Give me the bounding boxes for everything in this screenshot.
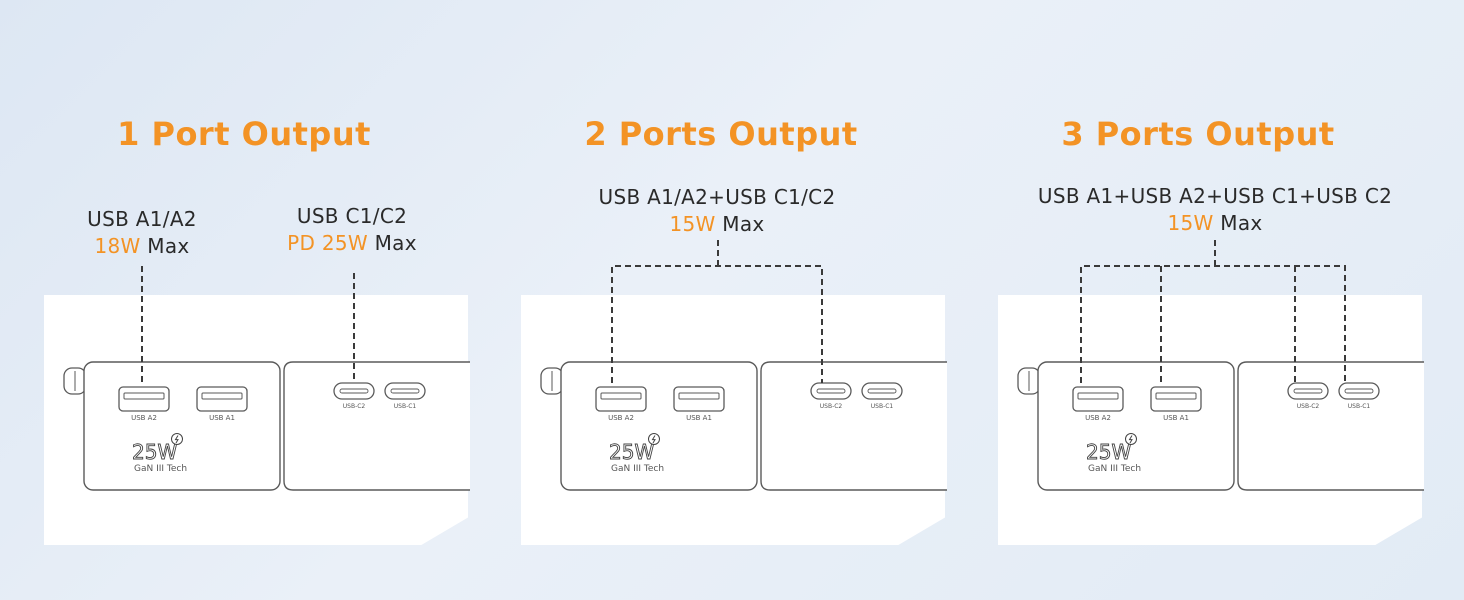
label-power: 18W Max bbox=[82, 233, 202, 260]
port-label-usb-c2: USB-C2 bbox=[1297, 403, 1320, 410]
usb-c-output-label: USB C1/C2 PD 25W Max bbox=[282, 203, 422, 257]
usb-c1-port-tongue bbox=[1344, 388, 1374, 394]
label-power: PD 25W Max bbox=[282, 230, 422, 257]
label-max: Max bbox=[140, 234, 190, 258]
gan-tech-label: GaN III Tech bbox=[1088, 464, 1141, 474]
combined-output-label: USB A1/A2+USB C1/C2 15W Max bbox=[577, 184, 857, 238]
wattage-label: 25W bbox=[132, 440, 177, 464]
lightning-bolt-icon bbox=[1125, 433, 1137, 445]
port-label-usb-a2: USB A2 bbox=[1085, 414, 1111, 422]
lightning-bolt-icon bbox=[648, 433, 660, 445]
usb-a2-port-tongue bbox=[600, 392, 642, 400]
panel-heading: 3 Ports Output bbox=[1061, 115, 1335, 153]
label-max: Max bbox=[1213, 211, 1263, 235]
label-wattage: PD 25W bbox=[287, 231, 368, 255]
port-label-usb-c1: USB-C1 bbox=[394, 403, 417, 410]
port-label-usb-c1: USB-C1 bbox=[871, 403, 894, 410]
lightning-bolt-glyph bbox=[1128, 435, 1133, 444]
usb-c1-port-tongue bbox=[867, 388, 897, 394]
panel-2-ports-output: 2 Ports Output USB A1/A2+USB C1/C2 15W M… bbox=[477, 0, 965, 600]
label-power: 15W Max bbox=[577, 211, 857, 238]
lightning-bolt-glyph bbox=[174, 435, 179, 444]
usb-a2-port-tongue bbox=[1077, 392, 1119, 400]
panel-heading: 1 Port Output bbox=[117, 115, 371, 153]
connector-lines bbox=[611, 240, 823, 383]
label-wattage: 15W bbox=[669, 212, 716, 236]
label-ports: USB A1+USB A2+USB C1+USB C2 bbox=[1037, 184, 1393, 208]
right-housing bbox=[760, 361, 947, 491]
usb-c1-port-tongue bbox=[390, 388, 420, 394]
usb-c2-port-tongue bbox=[1293, 388, 1323, 394]
label-max: Max bbox=[715, 212, 765, 236]
wattage-label: 25W bbox=[609, 440, 654, 464]
label-wattage: 15W bbox=[1167, 211, 1214, 235]
port-label-usb-c2: USB-C2 bbox=[343, 403, 366, 410]
port-label-usb-a1: USB A1 bbox=[686, 414, 712, 422]
connector-lines bbox=[1080, 240, 1346, 383]
lightning-bolt-icon bbox=[171, 433, 183, 445]
usb-c2-port-tongue bbox=[339, 388, 369, 394]
port-label-usb-c1: USB-C1 bbox=[1348, 403, 1371, 410]
panel-1-port-output: 1 Port Output USB A1/A2 18W Max USB C1/C… bbox=[0, 0, 488, 600]
panel-3-ports-output: 3 Ports Output USB A1+USB A2+USB C1+USB … bbox=[954, 0, 1442, 600]
wattage-label: 25W bbox=[1086, 440, 1131, 464]
combined-output-label: USB A1+USB A2+USB C1+USB C2 15W Max bbox=[1035, 183, 1395, 237]
usb-a1-port-tongue bbox=[201, 392, 243, 400]
connector-lines bbox=[141, 266, 355, 383]
label-ports: USB A1/A2+USB C1/C2 bbox=[598, 185, 836, 209]
usb-a2-port-tongue bbox=[123, 392, 165, 400]
label-power: 15W Max bbox=[1035, 210, 1395, 237]
port-label-usb-a1: USB A1 bbox=[209, 414, 235, 422]
usb-a1-port-tongue bbox=[1155, 392, 1197, 400]
right-housing bbox=[1237, 361, 1424, 491]
gan-tech-label: GaN III Tech bbox=[611, 464, 664, 474]
label-ports: USB C1/C2 bbox=[296, 204, 408, 228]
right-housing bbox=[283, 361, 470, 491]
panel-heading: 2 Ports Output bbox=[584, 115, 858, 153]
port-label-usb-a2: USB A2 bbox=[608, 414, 634, 422]
label-ports: USB A1/A2 bbox=[87, 207, 197, 231]
usb-a-output-label: USB A1/A2 18W Max bbox=[82, 206, 202, 260]
usb-c2-port-tongue bbox=[816, 388, 846, 394]
port-label-usb-a1: USB A1 bbox=[1163, 414, 1189, 422]
label-max: Max bbox=[367, 231, 417, 255]
port-label-usb-c2: USB-C2 bbox=[820, 403, 843, 410]
gan-tech-label: GaN III Tech bbox=[134, 464, 187, 474]
label-wattage: 18W bbox=[94, 234, 141, 258]
port-label-usb-a2: USB A2 bbox=[131, 414, 157, 422]
lightning-bolt-glyph bbox=[651, 435, 656, 444]
usb-a1-port-tongue bbox=[678, 392, 720, 400]
